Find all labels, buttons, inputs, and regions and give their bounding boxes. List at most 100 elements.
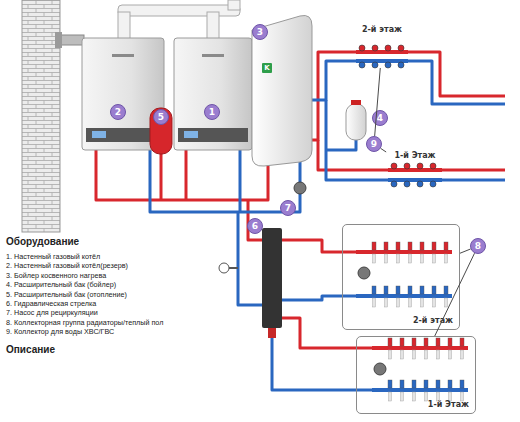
outlet-stub bbox=[445, 254, 448, 263]
expansion-tank bbox=[150, 108, 172, 154]
valve-symbol bbox=[404, 181, 410, 187]
valve-symbol bbox=[412, 380, 416, 388]
outlet-stub bbox=[437, 392, 440, 401]
manifold bbox=[356, 286, 452, 307]
list-item: 5. Расширительный бак (отопление) bbox=[6, 291, 127, 299]
boiler-display bbox=[92, 131, 106, 138]
manifold bbox=[356, 242, 452, 263]
valve-symbol bbox=[398, 62, 404, 68]
valve-symbol bbox=[444, 242, 448, 250]
outlet-stub bbox=[389, 392, 392, 401]
hot-water-pipe bbox=[442, 169, 505, 172]
outlet-stub bbox=[421, 254, 424, 263]
node-label: 2 bbox=[115, 108, 121, 117]
manifold bbox=[388, 163, 442, 172]
manifold bbox=[372, 338, 468, 359]
leader-line bbox=[375, 68, 381, 136]
section-heading: Оборудование bbox=[6, 236, 79, 247]
flue-pipe bbox=[60, 35, 84, 45]
valve-symbol bbox=[384, 286, 388, 294]
valve-symbol bbox=[372, 242, 376, 250]
valve-symbol bbox=[372, 286, 376, 294]
flue-pipe bbox=[207, 12, 219, 39]
water-collector: 1-й Этаж bbox=[384, 152, 446, 190]
cold-water-pipe bbox=[311, 61, 356, 100]
cold-water-pipe bbox=[442, 179, 505, 182]
supply-pipe bbox=[282, 240, 356, 252]
list-item: 6. Гидравлическая стрелка bbox=[6, 300, 96, 308]
valve-symbol bbox=[372, 62, 378, 68]
return-pipe bbox=[282, 296, 356, 300]
hot-water-pipe bbox=[408, 52, 505, 96]
valve-symbol bbox=[432, 286, 436, 294]
outlet-stub bbox=[397, 254, 400, 263]
cold-water-pipe bbox=[408, 61, 505, 104]
valve-symbol bbox=[417, 163, 423, 169]
hydraulic-separator bbox=[262, 228, 282, 328]
return-pipe bbox=[272, 328, 372, 390]
outlet-stub bbox=[437, 350, 440, 359]
cold-water-pipe bbox=[326, 140, 356, 150]
outlet-stub bbox=[425, 350, 428, 359]
valve-symbol bbox=[385, 45, 391, 51]
section-heading: Описание bbox=[6, 344, 55, 355]
valve-symbol bbox=[412, 338, 416, 346]
valve-symbol bbox=[444, 286, 448, 294]
outlet-stub bbox=[413, 350, 416, 359]
callout-number: 1 bbox=[204, 104, 220, 120]
outlet-stub bbox=[385, 254, 388, 263]
outlet-stub bbox=[433, 298, 436, 307]
node-label: 9 bbox=[371, 140, 377, 149]
collector-group-box: 2-й этаж bbox=[342, 224, 460, 330]
valve-symbol bbox=[448, 380, 452, 388]
outlet-stub bbox=[373, 254, 376, 263]
node-label: 2-й этаж bbox=[413, 317, 453, 326]
valve-symbol bbox=[404, 163, 410, 169]
outlet-stub bbox=[385, 298, 388, 307]
outlet-stub bbox=[413, 392, 416, 401]
node-label: 5 bbox=[158, 113, 164, 122]
supply-pipe bbox=[185, 150, 188, 200]
pressure-gauge bbox=[219, 263, 229, 273]
leader-line bbox=[381, 148, 386, 152]
callout-number: 8 bbox=[470, 238, 486, 254]
expansion-tank bbox=[346, 104, 366, 140]
callout-number: 2 bbox=[110, 104, 126, 120]
list-item: 3. Бойлер косвенного нагрева bbox=[6, 272, 106, 280]
valve-symbol bbox=[448, 338, 452, 346]
outlet-stub bbox=[409, 298, 412, 307]
callout-number: 4 bbox=[372, 110, 388, 126]
valve-symbol bbox=[391, 163, 397, 169]
brand-badge: K bbox=[262, 63, 272, 73]
boiler-logo bbox=[202, 54, 224, 57]
manifold bbox=[372, 380, 468, 401]
valve-symbol bbox=[417, 181, 423, 187]
flue-pipe bbox=[118, 5, 240, 16]
node-label: 3 bbox=[257, 28, 263, 37]
brick-wall bbox=[22, 0, 60, 232]
indirect-boiler bbox=[252, 15, 312, 166]
manifold-bar bbox=[356, 294, 452, 298]
outlet-stub bbox=[445, 298, 448, 307]
supply-pipe bbox=[160, 150, 163, 200]
boiler-logo bbox=[112, 54, 134, 57]
valve-symbol bbox=[424, 338, 428, 346]
pump-symbol bbox=[374, 363, 386, 375]
callout-number: 6 bbox=[247, 218, 263, 234]
valve-symbol bbox=[388, 380, 392, 388]
valve-symbol bbox=[400, 380, 404, 388]
leader-line bbox=[435, 253, 475, 336]
supply-pipe bbox=[248, 200, 262, 240]
valve-symbol bbox=[424, 380, 428, 388]
node-label: 2-й этаж bbox=[342, 26, 422, 35]
outlet-stub bbox=[401, 350, 404, 359]
gauge-pipe bbox=[229, 267, 238, 269]
outlet-stub bbox=[449, 392, 452, 401]
outlet-stub bbox=[425, 392, 428, 401]
valve-symbol bbox=[385, 62, 391, 68]
list-item: 2. Настенный газовый котёл(резерв) bbox=[6, 262, 128, 270]
pump-symbol bbox=[294, 182, 306, 194]
boiler-panel bbox=[178, 128, 248, 142]
valve-symbol bbox=[432, 242, 436, 250]
